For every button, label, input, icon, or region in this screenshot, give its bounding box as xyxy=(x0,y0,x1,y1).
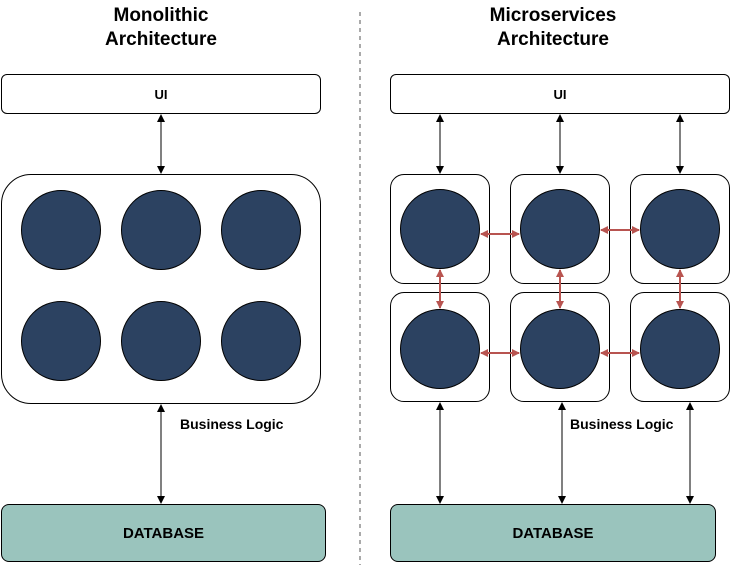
monolithic-ui-box: UI xyxy=(1,74,321,114)
monolithic-component-6 xyxy=(221,301,301,381)
monolithic-title-line1: Monolithic xyxy=(113,5,209,26)
monolithic-database-label: DATABASE xyxy=(122,524,205,542)
microservices-title: Microservices Architecture xyxy=(443,4,663,52)
service-component-4 xyxy=(400,309,480,389)
microservices-title-line2: Architecture xyxy=(497,29,609,50)
service-component-5 xyxy=(520,309,600,389)
monolithic-component-2 xyxy=(121,190,201,270)
monolithic-ui-label: UI xyxy=(154,86,168,102)
monolithic-component-5 xyxy=(121,301,201,381)
microservices-title-line1: Microservices xyxy=(489,5,617,26)
microservices-ui-label: UI xyxy=(553,86,567,102)
monolithic-component-3 xyxy=(221,190,301,270)
monolithic-component-1 xyxy=(21,190,101,270)
monolithic-database-box: DATABASE xyxy=(1,504,326,562)
service-component-6 xyxy=(640,309,720,389)
monolithic-component-4 xyxy=(21,301,101,381)
microservices-database-label: DATABASE xyxy=(512,524,594,542)
monolithic-title: Monolithic Architecture xyxy=(51,4,271,52)
monolithic-title-line2: Architecture xyxy=(105,29,217,50)
microservices-business-logic-label: Business Logic xyxy=(570,416,674,432)
service-component-3 xyxy=(640,189,720,269)
monolithic-business-logic-label: Business Logic xyxy=(180,416,284,432)
service-component-2 xyxy=(520,189,600,269)
microservices-ui-box: UI xyxy=(390,74,730,114)
microservices-database-box: DATABASE xyxy=(390,504,716,562)
service-component-1 xyxy=(400,189,480,269)
